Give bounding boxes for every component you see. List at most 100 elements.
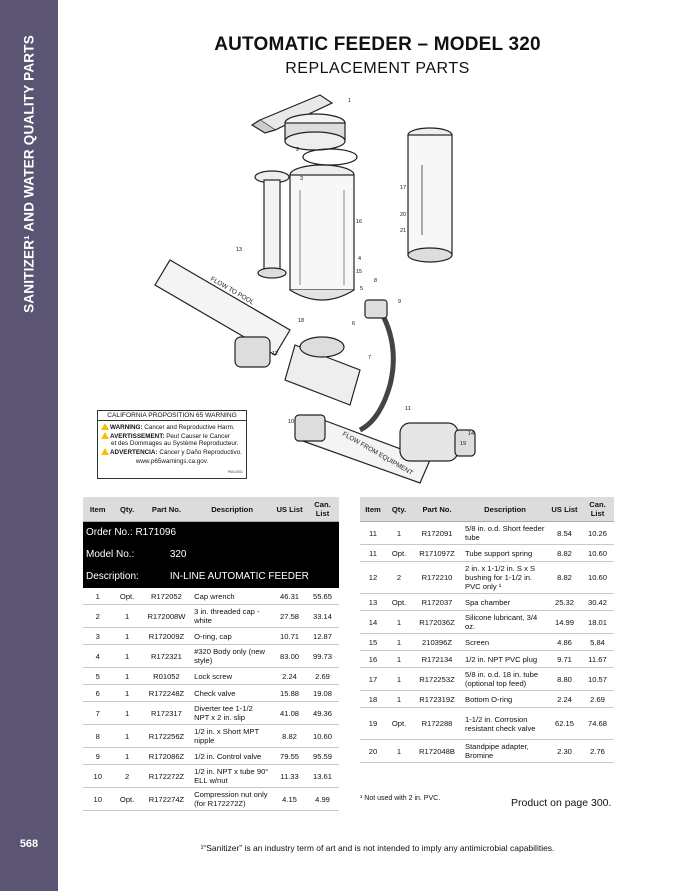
item-cell: 16 (360, 650, 386, 668)
col-can-list: Can. List (306, 497, 339, 522)
item-cell: 17 (360, 667, 386, 691)
avertissement-text: Peut Causer le Cancer (164, 432, 230, 440)
order-number: Order No.: R171096 (83, 521, 339, 544)
part-no-cell: R172091 (412, 521, 462, 545)
part-no-cell: 210396Z (412, 633, 462, 651)
callout-19: 19 (460, 441, 466, 447)
exploded-parts-diagram: FLOW TO POOL FLOW FROM EQUIPMENT 1 2 3 4… (154, 94, 476, 484)
can-list-cell: 4.99 (306, 787, 339, 811)
item-cell: 11 (360, 544, 386, 562)
item-cell: 13 (360, 593, 386, 611)
item-cell: 15 (360, 633, 386, 651)
can-list-cell: 10.57 (581, 667, 614, 691)
qty-cell: 1 (112, 667, 142, 685)
description-cell: Lock screw (191, 667, 274, 685)
qty-cell: 2 (112, 764, 142, 788)
cap-wrench-part (250, 94, 334, 134)
sidebar-label: SANITIZER¹ AND WATER QUALITY PARTS (21, 35, 37, 313)
qty-cell: 1 (386, 610, 412, 634)
item-cell: 20 (360, 739, 386, 763)
col-part-no: Part No. (141, 497, 192, 522)
bushing-part (234, 336, 271, 368)
part-no-cell: R172248Z (141, 684, 192, 702)
description-cell: 1-1/2 in. Corrosion resistant check valv… (462, 707, 548, 740)
qty-cell: Opt. (386, 544, 412, 562)
part-no-cell: R172274Z (141, 787, 192, 811)
advertencia-text: Cáncer y Daño Reproductivo. (157, 448, 242, 456)
warning-text: Cancer and Reproductive Harm. (142, 424, 235, 432)
us-list-cell: 11.33 (273, 764, 306, 788)
callout-13: 13 (236, 247, 242, 253)
part-no-cell: R172037 (412, 593, 462, 611)
item-cell: 2 (83, 604, 113, 628)
warning-label: WARNING: (110, 424, 143, 432)
sidebar: SANITIZER¹ AND WATER QUALITY PARTS 568 (0, 0, 58, 891)
disclaimer: ¹“Sanitizer” is an industry term of art … (200, 843, 555, 853)
us-list-cell: 62.15 (548, 707, 581, 740)
can-list-cell: 10.60 (581, 561, 614, 594)
description-cell: 1/2 in. Control valve (191, 747, 274, 765)
elbow-part (294, 414, 326, 442)
part-no-cell: R172052 (141, 587, 192, 605)
description-cell: Spa chamber (462, 593, 548, 611)
pipe-flow-to-pool (154, 259, 291, 356)
description-cell: Standpipe adapter, Bromine (462, 739, 548, 763)
us-list-cell: 14.99 (548, 610, 581, 634)
description-cell: Compression nut only (for R172272Z) (191, 787, 274, 811)
callout-5: 5 (360, 286, 363, 292)
item-cell: 18 (360, 690, 386, 708)
qty-cell: 1 (386, 690, 412, 708)
description-value: IN-LINE AUTOMATIC FEEDER (141, 565, 339, 588)
qty-cell: Opt. (386, 707, 412, 740)
us-list-cell: 9.71 (548, 650, 581, 668)
can-list-cell: 49.36 (306, 701, 339, 725)
qty-cell: 1 (386, 521, 412, 545)
item-cell: 11 (360, 521, 386, 545)
prop65-heading: CALIFORNIA PROPOSITION 65 WARNING (98, 411, 246, 422)
can-list-cell: 30.42 (581, 593, 614, 611)
item-cell: 3 (83, 627, 113, 645)
can-list-cell: 99.73 (306, 644, 339, 668)
qty-cell: 1 (112, 701, 142, 725)
prop65-code: P65-0001 (227, 469, 243, 474)
qty-cell: 1 (386, 739, 412, 763)
qty-cell: 1 (112, 644, 142, 668)
callout-4: 4 (358, 256, 361, 262)
us-list-cell: 79.55 (273, 747, 306, 765)
o-ring-part (302, 148, 358, 166)
description-cell: 1/2 in. x Short MPT nipple (191, 724, 274, 748)
can-list-cell: 11.67 (581, 650, 614, 668)
can-list-cell: 2.69 (306, 667, 339, 685)
us-list-cell: 83.00 (273, 644, 306, 668)
diverter-tee-part (284, 336, 361, 406)
us-list-cell: 8.82 (273, 724, 306, 748)
callout-11: 11 (405, 406, 411, 412)
spa-chamber-part (407, 127, 453, 263)
item-cell: 10 (83, 764, 113, 788)
col-qty: Qty. (112, 497, 142, 522)
check-valve-part (399, 422, 476, 462)
callout-8: 8 (374, 278, 377, 284)
part-no-cell: R172253Z (412, 667, 462, 691)
description-cell: 2 in. x 1-1/2 in. S x S bushing for 1-1/… (462, 561, 548, 594)
part-no-cell: R172009Z (141, 627, 192, 645)
can-list-cell: 13.61 (306, 764, 339, 788)
us-list-cell: 25.32 (548, 593, 581, 611)
can-list-cell: 55.65 (306, 587, 339, 605)
col-part-no: Part No. (412, 497, 462, 522)
advertencia-label: ADVERTENCIA: (110, 448, 158, 456)
callout-17: 17 (400, 185, 406, 191)
item-cell: 6 (83, 684, 113, 702)
us-list-cell: 10.71 (273, 627, 306, 645)
us-list-cell: 8.80 (548, 667, 581, 691)
col-us-list: US List (273, 497, 306, 522)
part-no-cell: R172317 (141, 701, 192, 725)
